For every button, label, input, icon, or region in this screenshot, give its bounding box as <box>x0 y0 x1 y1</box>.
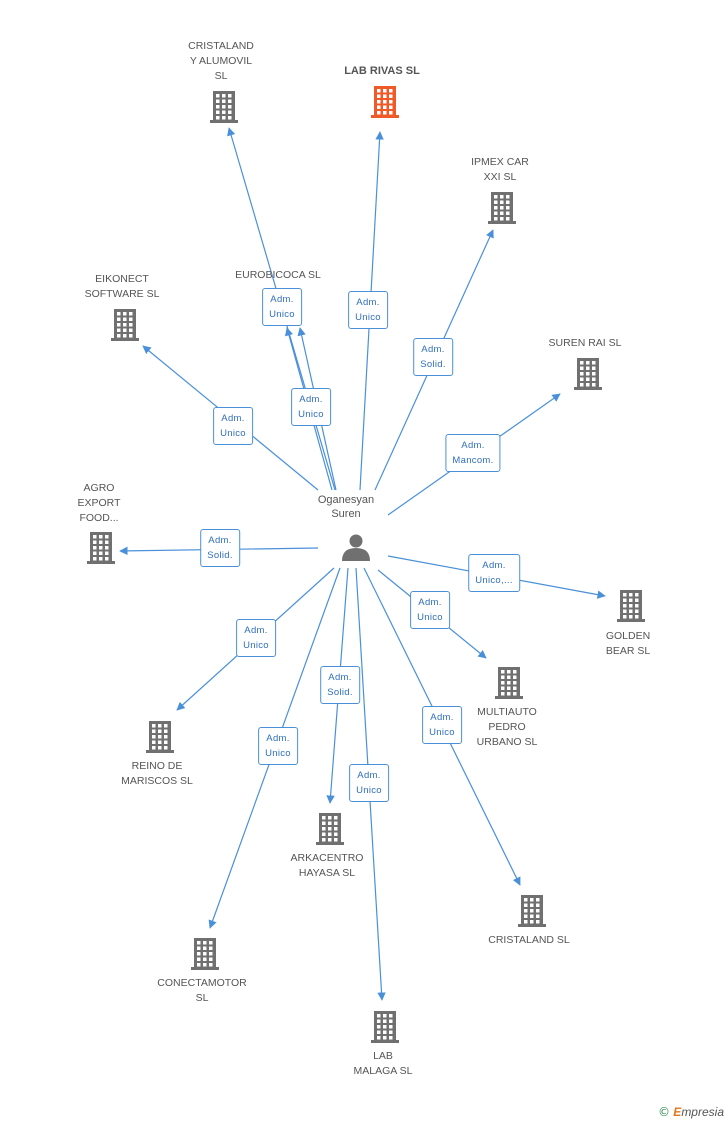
empresia-footer: © Empresia <box>658 1105 724 1119</box>
edge-label-cristaland-alumovil[interactable]: Adm. Unico <box>291 388 331 426</box>
edge-label-agro-export[interactable]: Adm. Solid. <box>200 529 240 567</box>
company-label-eikonect[interactable]: EIKONECT SOFTWARE SL <box>84 273 160 300</box>
building-icon-lab-malaga[interactable] <box>371 1011 399 1043</box>
person-name[interactable]: Oganesyan Suren <box>317 494 375 520</box>
building-icon-lab-rivas[interactable] <box>371 86 399 118</box>
edge-label-eikonect[interactable]: Adm. Unico <box>213 407 253 445</box>
company-label-lab-rivas[interactable]: LAB RIVAS SL <box>344 65 420 77</box>
empresia-logo[interactable]: Empresia <box>673 1105 724 1119</box>
edge-label-cristaland[interactable]: Adm. Unico <box>422 706 462 744</box>
edge-label-lab-rivas[interactable]: Adm. Unico <box>348 291 388 329</box>
building-icon-multiauto[interactable] <box>495 667 523 699</box>
company-label-eurobicoca[interactable]: EUROBICOCA SL <box>235 269 321 281</box>
edge-label-conectamotor[interactable]: Adm. Unico <box>258 727 298 765</box>
company-label-agro-export[interactable]: AGRO EXPORT FOOD... <box>77 482 121 524</box>
building-icon-arkacentro[interactable] <box>316 813 344 845</box>
company-label-multiauto[interactable]: MULTIAUTO PEDRO URBANO SL <box>476 706 538 748</box>
company-label-conectamotor[interactable]: CONECTAMOTOR SL <box>157 977 247 1004</box>
edge-label-ipmex[interactable]: Adm. Solid. <box>413 338 453 376</box>
edge-label-suren-rai[interactable]: Adm. Mancom. <box>445 434 501 472</box>
company-label-reino-mariscos[interactable]: REINO DE MARISCOS SL <box>121 760 193 787</box>
company-label-cristaland[interactable]: CRISTALAND SL <box>488 934 570 946</box>
person-icon[interactable] <box>342 534 370 562</box>
company-label-arkacentro[interactable]: ARKACENTRO HAYASA SL <box>290 852 364 879</box>
company-label-cristaland-alumovil[interactable]: CRISTALAND Y ALUMOVIL SL <box>188 40 254 82</box>
edge-label-reino-mariscos[interactable]: Adm. Unico <box>236 619 276 657</box>
building-icon-ipmex[interactable] <box>488 192 516 224</box>
company-label-lab-malaga[interactable]: LAB MALAGA SL <box>353 1050 413 1077</box>
building-icon-golden-bear[interactable] <box>617 590 645 622</box>
company-label-suren-rai[interactable]: SUREN RAI SL <box>548 337 622 349</box>
edge-label-arkacentro[interactable]: Adm. Solid. <box>320 666 360 704</box>
building-icon-conectamotor[interactable] <box>191 938 219 970</box>
edge-label-eurobicoca[interactable]: Adm. Unico <box>262 288 302 326</box>
edge-label-lab-malaga[interactable]: Adm. Unico <box>349 764 389 802</box>
building-icon-agro-export[interactable] <box>87 532 115 564</box>
building-icon-cristaland-alumovil[interactable] <box>210 91 238 123</box>
building-icon-eikonect[interactable] <box>111 309 139 341</box>
building-icon-suren-rai[interactable] <box>574 358 602 390</box>
edge-label-multiauto[interactable]: Adm. Unico <box>410 591 450 629</box>
copyright-symbol: © <box>657 1105 670 1119</box>
edge-label-golden-bear[interactable]: Adm. Unico,... <box>468 554 520 592</box>
building-icon-cristaland[interactable] <box>518 895 546 927</box>
building-icon-reino-mariscos[interactable] <box>146 721 174 753</box>
company-label-ipmex[interactable]: IPMEX CAR XXI SL <box>471 156 529 183</box>
company-label-golden-bear[interactable]: GOLDEN BEAR SL <box>605 630 651 657</box>
